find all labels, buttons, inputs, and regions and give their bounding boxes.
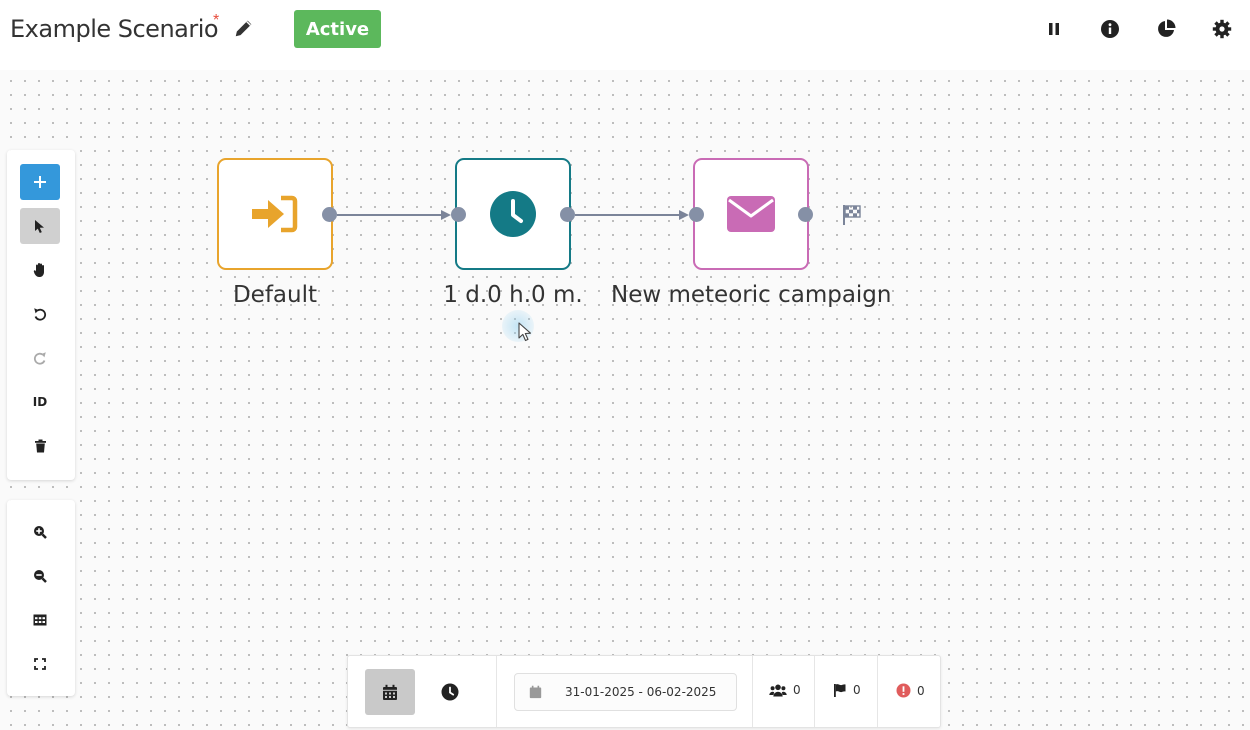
scenario-canvas[interactable]: Default 1 d.0 h.0 m. New meteoric campai…	[0, 70, 1250, 730]
delete-button[interactable]	[20, 428, 60, 464]
contacts-count-value: 0	[793, 683, 801, 697]
sign-in-icon	[252, 195, 298, 233]
plus-icon	[34, 176, 46, 188]
edit-title-button[interactable]	[233, 17, 257, 41]
completed-count[interactable]: 0	[833, 683, 861, 697]
editor-toolbar: ID	[7, 150, 75, 480]
zoom-toolbar	[7, 500, 75, 696]
cursor-highlight	[502, 310, 534, 342]
node-entry[interactable]	[217, 158, 333, 270]
gear-icon	[1212, 19, 1232, 39]
info-button[interactable]	[1098, 17, 1122, 41]
envelope-icon	[727, 196, 775, 232]
page-title: Example Scenario	[10, 15, 219, 43]
calendar-icon	[529, 685, 542, 699]
output-port[interactable]	[560, 207, 575, 222]
zoom-out-button[interactable]	[20, 558, 60, 594]
pause-button[interactable]	[1042, 17, 1066, 41]
node-email[interactable]	[693, 158, 809, 270]
show-ids-button[interactable]: ID	[20, 384, 60, 420]
redo-button[interactable]	[20, 340, 60, 376]
zoom-in-button[interactable]	[20, 514, 60, 550]
input-port[interactable]	[689, 207, 704, 222]
date-range-text: 31-01-2025 - 06-02-2025	[565, 685, 717, 699]
node-delay[interactable]	[455, 158, 571, 270]
trash-icon	[34, 439, 46, 453]
node-label: 1 d.0 h.0 m.	[443, 282, 583, 308]
errors-count[interactable]: 0	[896, 683, 925, 698]
clock-icon	[490, 191, 536, 237]
undo-button[interactable]	[20, 296, 60, 332]
checkered-flag-icon	[843, 205, 861, 225]
calendar-view-button[interactable]	[365, 669, 415, 715]
time-view-button[interactable]	[425, 669, 475, 715]
error-icon	[896, 683, 911, 698]
mouse-pointer-icon	[518, 322, 532, 342]
arrow-head	[679, 210, 689, 220]
date-range-picker[interactable]: 31-01-2025 - 06-02-2025	[514, 673, 737, 711]
output-port[interactable]	[798, 207, 813, 222]
output-port[interactable]	[322, 207, 337, 222]
zoom-in-icon	[34, 526, 47, 539]
statistics-bar: 31-01-2025 - 06-02-2025 0 0 0	[347, 655, 941, 728]
statistics-button[interactable]	[1154, 17, 1178, 41]
contacts-count[interactable]: 0	[769, 683, 801, 697]
divider	[877, 656, 878, 727]
node-label: Default	[232, 282, 318, 308]
divider	[496, 656, 497, 727]
add-node-button[interactable]	[20, 164, 60, 200]
node-label: New meteoric campaign	[611, 282, 892, 308]
grid-toggle-button[interactable]	[20, 602, 60, 638]
pointer-icon	[35, 219, 44, 233]
clock-icon	[441, 683, 459, 701]
completed-count-value: 0	[853, 683, 861, 697]
calendar-icon	[383, 684, 397, 700]
unsaved-marker: *	[213, 12, 220, 29]
pan-tool-button[interactable]	[20, 252, 60, 288]
redo-icon	[33, 352, 46, 365]
divider	[814, 656, 815, 727]
connections-layer	[337, 210, 689, 220]
flag-icon	[834, 684, 846, 697]
hand-icon	[33, 263, 44, 277]
errors-count-value: 0	[917, 683, 925, 698]
pie-chart-icon	[1158, 19, 1176, 37]
pause-icon	[1049, 23, 1059, 35]
id-label: ID	[32, 395, 48, 409]
settings-button[interactable]	[1210, 17, 1234, 41]
users-icon	[769, 684, 787, 696]
select-tool-button[interactable]	[20, 208, 60, 244]
input-port[interactable]	[451, 207, 466, 222]
info-icon	[1101, 20, 1119, 38]
pencil-icon	[235, 20, 252, 37]
arrow-head	[441, 210, 451, 220]
header: Example Scenario * Active	[0, 0, 1250, 70]
status-badge[interactable]: Active	[294, 10, 381, 48]
fullscreen-button[interactable]	[20, 646, 60, 682]
zoom-out-icon	[34, 570, 47, 583]
divider	[752, 656, 753, 727]
grid-icon	[33, 614, 47, 626]
undo-icon	[34, 308, 47, 321]
fullscreen-icon	[34, 658, 46, 670]
